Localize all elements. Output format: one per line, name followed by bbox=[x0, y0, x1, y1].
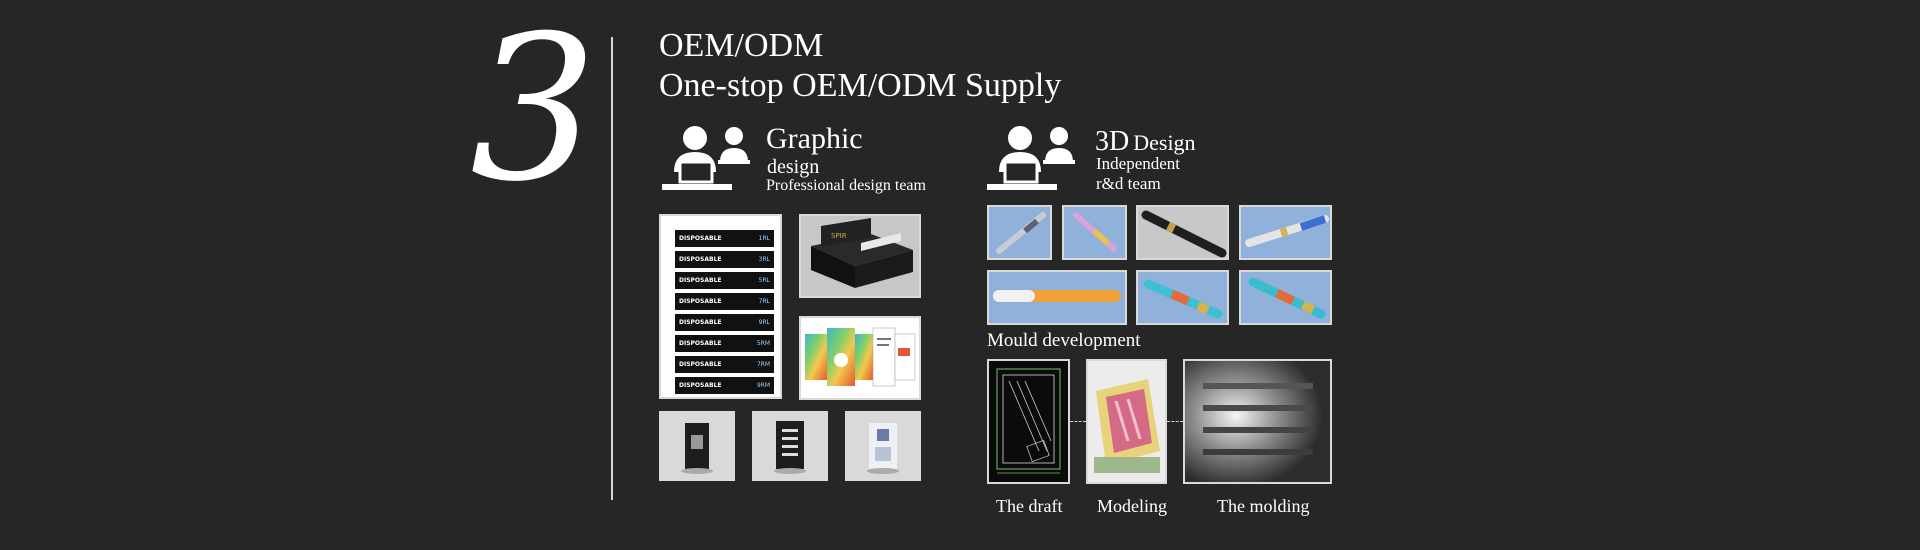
page-subtitle: One-stop OEM/ODM Supply bbox=[659, 67, 1062, 104]
pen-render-image bbox=[987, 270, 1127, 325]
label-brand: DISPOSABLE bbox=[679, 235, 722, 242]
pen-render-image bbox=[1136, 205, 1229, 260]
label-strip: DISPOSABLE 7RL bbox=[675, 293, 774, 310]
design3d-heading-num: 3D bbox=[1095, 126, 1130, 157]
label-size: 5RL bbox=[758, 277, 770, 284]
pen-render-image bbox=[987, 205, 1052, 260]
label-strip: DISPOSABLE 7RM bbox=[675, 356, 774, 373]
dieline-image bbox=[799, 316, 921, 400]
label-brand: DISPOSABLE bbox=[679, 319, 722, 326]
label-strip: DISPOSABLE 9RM bbox=[675, 377, 774, 394]
draft-image bbox=[987, 359, 1070, 484]
graphic-heading: Graphic bbox=[766, 122, 863, 155]
label-size: 1RL bbox=[758, 235, 770, 242]
modeling-image bbox=[1086, 359, 1167, 484]
label-size: 9RM bbox=[756, 382, 770, 389]
label-size: 7RM bbox=[756, 361, 770, 368]
flow-connector bbox=[1070, 421, 1086, 422]
label-strip: DISPOSABLE 5RM bbox=[675, 335, 774, 352]
mould-title: Mould development bbox=[987, 330, 1141, 351]
design3d-line2: Independent bbox=[1096, 154, 1181, 173]
label-strip: DISPOSABLE 3RL bbox=[675, 251, 774, 268]
caption-modeling: Modeling bbox=[1097, 496, 1167, 516]
product-box-image bbox=[659, 411, 735, 481]
pen-render-image bbox=[1239, 205, 1332, 260]
design3d-heading: 3D Design bbox=[1095, 126, 1196, 158]
designers-icon bbox=[987, 126, 1075, 190]
label-brand: DISPOSABLE bbox=[679, 277, 722, 284]
pen-render-image bbox=[1239, 270, 1332, 325]
label-brand: DISPOSABLE bbox=[679, 256, 722, 263]
pen-render-image bbox=[1062, 205, 1127, 260]
product-box-image bbox=[752, 411, 828, 481]
molding-image bbox=[1183, 359, 1332, 484]
svg-text:SPIR: SPIR bbox=[831, 232, 847, 240]
designers-icon bbox=[662, 126, 750, 190]
pen-render-image bbox=[1136, 270, 1229, 325]
step-number: 3 bbox=[470, 0, 598, 226]
caption-molding: The molding bbox=[1217, 496, 1310, 516]
graphic-sub: design bbox=[767, 156, 820, 178]
design3d-line3: r&d team bbox=[1096, 174, 1161, 193]
page-title: OEM/ODM bbox=[659, 27, 824, 64]
vertical-divider bbox=[611, 37, 613, 500]
label-strip: DISPOSABLE 9RL bbox=[675, 314, 774, 331]
label-size: 3RL bbox=[758, 256, 770, 263]
label-brand: DISPOSABLE bbox=[679, 361, 722, 368]
design3d-heading-word: Design bbox=[1133, 130, 1196, 155]
label-size: 9RL bbox=[758, 319, 770, 326]
label-strip: DISPOSABLE 1RL bbox=[675, 230, 774, 247]
label-brand: DISPOSABLE bbox=[679, 382, 722, 389]
label-brand: DISPOSABLE bbox=[679, 298, 722, 305]
caption-draft: The draft bbox=[996, 496, 1063, 516]
graphic-desc: Professional design team bbox=[766, 177, 926, 194]
label-brand: DISPOSABLE bbox=[679, 340, 722, 347]
label-size: 5RM bbox=[756, 340, 770, 347]
label-strip: DISPOSABLE 5RL bbox=[675, 272, 774, 289]
flow-connector bbox=[1167, 421, 1183, 422]
product-box-image bbox=[845, 411, 921, 481]
label-size: 7RL bbox=[758, 298, 770, 305]
gift-box-image: SPIR bbox=[799, 214, 921, 298]
